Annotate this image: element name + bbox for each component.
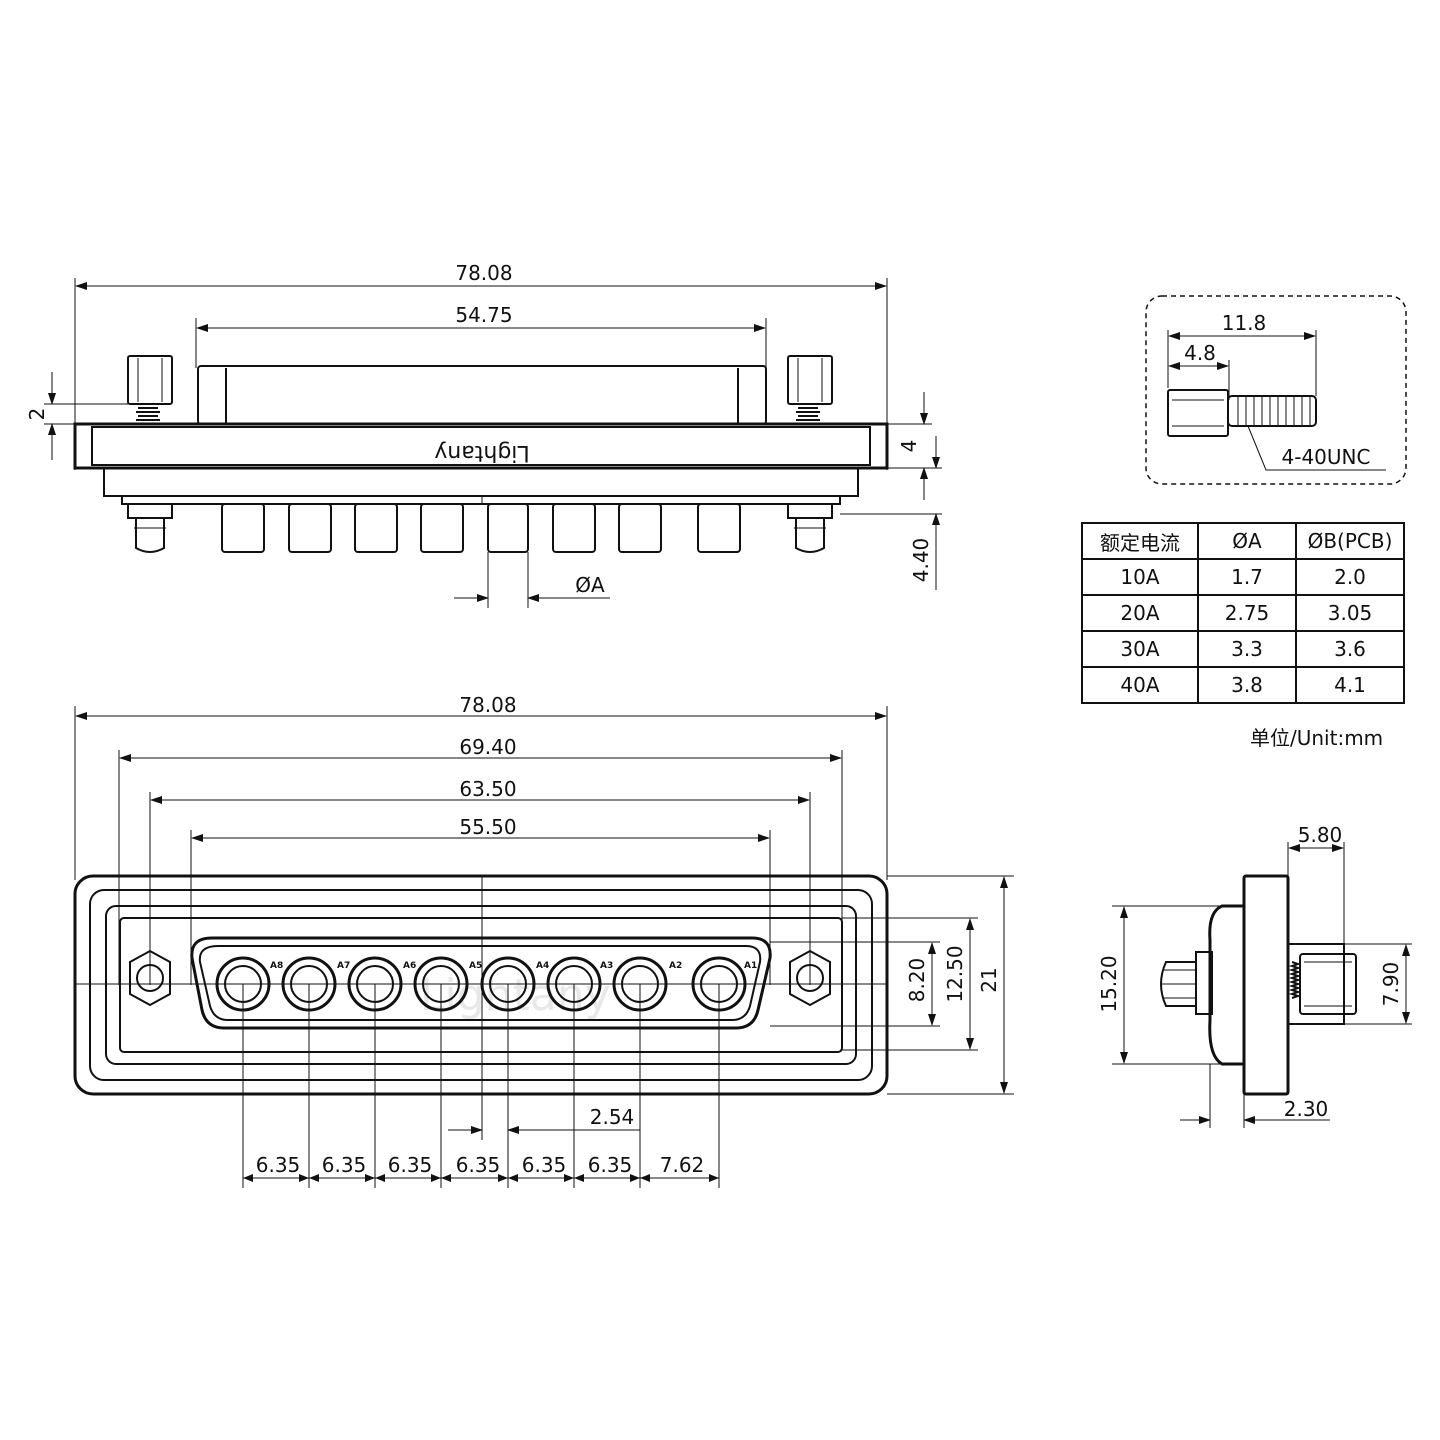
logo-text: Lightany	[434, 440, 529, 465]
table-cell: 3.05	[1295, 594, 1405, 632]
dim-flange-thickness: 4	[897, 440, 921, 453]
contact-label-a4: A4	[536, 961, 549, 971]
table-row: 40A 3.8 4.1	[1081, 666, 1405, 704]
table-row: 30A 3.3 3.6	[1081, 630, 1405, 668]
dim-mount-span: 69.40	[459, 735, 516, 759]
contact-label-a5: A5	[469, 961, 482, 971]
dim-pitch-2: 6.35	[322, 1153, 367, 1177]
dim-shell-width: 54.75	[455, 303, 512, 327]
header-rated-current: 额定电流	[1081, 522, 1199, 560]
dim-height-shell: 12.50	[943, 945, 967, 1002]
dim-height-inner: 8.20	[905, 958, 929, 1003]
left-screw	[127, 355, 173, 553]
dim-pitch-5: 6.35	[522, 1153, 567, 1177]
dim-pitch-1: 6.35	[256, 1153, 301, 1177]
dim-shell-inner: 55.50	[459, 815, 516, 839]
table-cell: 4.1	[1295, 666, 1405, 704]
dim-pitch-6: 6.35	[588, 1153, 633, 1177]
table-row: 10A 1.7 2.0	[1081, 558, 1405, 596]
dim-offset: 2.54	[590, 1105, 635, 1129]
left-hex-nut	[129, 949, 171, 1007]
dim-thread-gap: 2	[25, 408, 49, 421]
dim-height-overall: 21	[977, 967, 1001, 992]
table-cell: 3.6	[1295, 630, 1405, 668]
pitch-extension-lines	[242, 984, 720, 1188]
dim-pitch-7: 7.62	[660, 1153, 705, 1177]
right-hex-nut	[789, 949, 831, 1007]
contact-label-a3: A3	[600, 961, 613, 971]
table-header-row: 额定电流 ØA ØB(PCB)	[1081, 522, 1405, 560]
dim-front-width: 78.08	[459, 693, 516, 717]
table-cell: 1.7	[1197, 558, 1297, 596]
side-flange	[1242, 874, 1290, 1096]
current-rating-table: 额定电流 ØA ØB(PCB) 10A 1.7 2.0 20A 2.75 3.0…	[1081, 522, 1405, 704]
side-view: 5.80 15.20 7.90 2.30	[1097, 823, 1412, 1128]
contact-label-a2: A2	[669, 961, 682, 971]
watermark: Lightany	[420, 970, 611, 1021]
table-cell: 3.8	[1197, 666, 1297, 704]
right-screw	[787, 355, 833, 553]
header-pin-diameter: ØA	[1197, 522, 1297, 560]
unit-note: 单位/Unit:mm	[1250, 726, 1384, 750]
screw-detail: 11.8 4.8 4-40UNC	[1145, 295, 1407, 485]
table-cell: 10A	[1081, 558, 1199, 596]
front-view: Lightany 78.08 69.40 63.50 55.50	[73, 693, 1014, 1188]
contact-labels: A8 A7 A6 A5 A4 A3 A2 A1	[270, 961, 757, 971]
header-pcb-hole: ØB(PCB)	[1295, 522, 1405, 560]
table-cell: 3.3	[1197, 630, 1297, 668]
table-cell: 2.75	[1197, 594, 1297, 632]
table-cell: 2.0	[1295, 558, 1405, 596]
table-cell: 20A	[1081, 594, 1199, 632]
dim-pin-diameter: ØA	[575, 573, 605, 597]
dim-pin-protrusion: 4.40	[909, 538, 933, 583]
top-view: 78.08 54.75 Lightany	[25, 261, 942, 608]
dim-shell-height: 7.90	[1379, 962, 1403, 1007]
dim-top-width: 78.08	[455, 261, 512, 285]
contact-label-a7: A7	[337, 961, 350, 971]
dim-pitch-4: 6.35	[456, 1153, 501, 1177]
d-shell	[197, 365, 767, 425]
table-row: 20A 2.75 3.05	[1081, 594, 1405, 632]
table-cell: 40A	[1081, 666, 1199, 704]
contact-label-a1: A1	[744, 961, 757, 971]
contact-label-a6: A6	[403, 961, 416, 971]
contact-label-a8: A8	[270, 961, 283, 971]
dim-screw-head: 4.8	[1184, 341, 1216, 365]
dim-pitch-3: 6.35	[388, 1153, 433, 1177]
dim-flange-height: 15.20	[1097, 955, 1121, 1012]
thread-spec: 4-40UNC	[1282, 445, 1371, 469]
dim-side-flange-thickness: 2.30	[1284, 1097, 1329, 1121]
pin-tails	[221, 503, 741, 553]
front-flange	[73, 874, 889, 1096]
dim-hole-centers: 63.50	[459, 777, 516, 801]
dim-screw-length: 11.8	[1222, 311, 1267, 335]
d-shell-front	[190, 936, 772, 1030]
table-cell: 30A	[1081, 630, 1199, 668]
dim-body-depth: 5.80	[1298, 823, 1343, 847]
